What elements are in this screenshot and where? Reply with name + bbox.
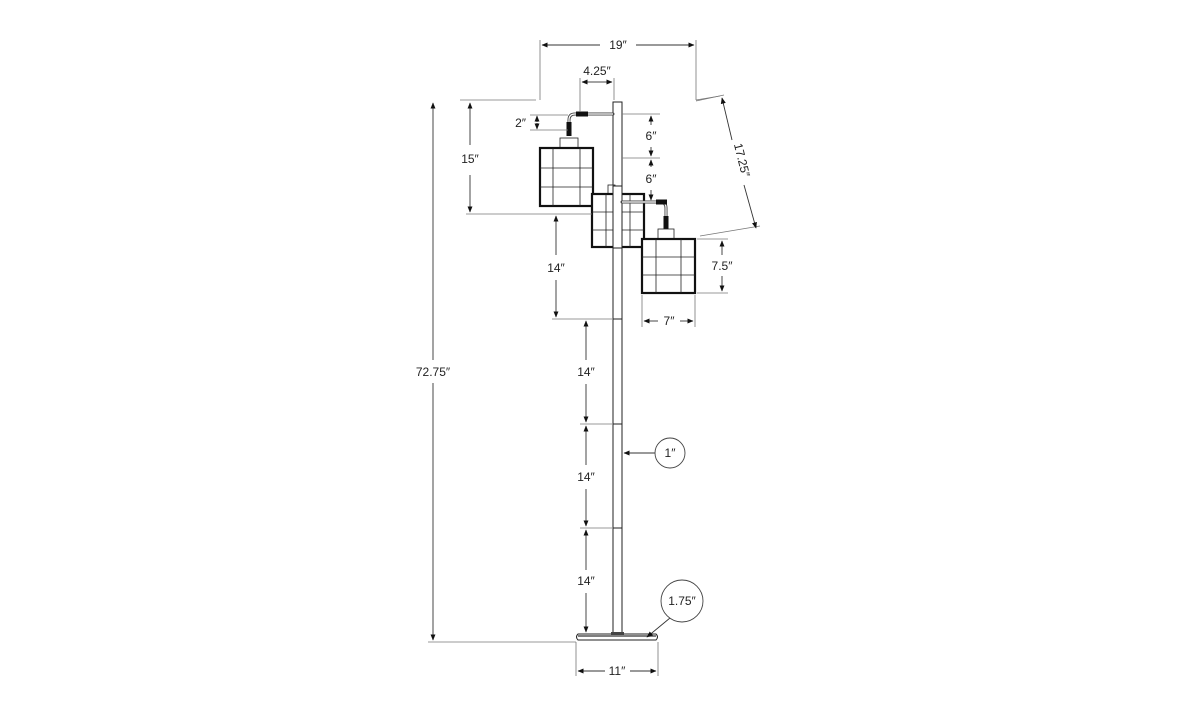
label-arm-reach: 4.25″	[583, 64, 611, 78]
label-arm-drop: 2″	[515, 116, 527, 130]
label-offset-2: 6″	[646, 172, 658, 186]
label-shade-height: 7.5″	[712, 259, 734, 273]
dim-overall-height: 72.75″	[416, 102, 576, 643]
dim-shade-height: 7.5″	[697, 238, 734, 294]
label-base-diameter: 11″	[609, 664, 626, 678]
callout-base-height: 1.75″	[646, 579, 704, 638]
label-offset-1: 6″	[646, 129, 658, 143]
dimension-lines: 19″ 4.25″ 2″ 15″	[416, 38, 761, 678]
dim-overall-width: 19″	[460, 38, 721, 101]
lamp-base	[576, 632, 658, 641]
label-shade-width: 7″	[664, 314, 676, 328]
right-shade	[640, 237, 697, 295]
dim-top-drop: 15″	[461, 102, 592, 215]
label-overall-width: 19″	[609, 38, 627, 52]
dim-arm-drop: 2″	[515, 114, 568, 131]
label-overall-height: 72.75″	[416, 365, 451, 379]
label-segment-1: 14″	[577, 365, 595, 379]
dim-pole-segments: 14″ 14″ 14″	[577, 320, 612, 633]
lower-arm	[620, 199, 675, 240]
label-upper-segment: 14″	[547, 261, 565, 275]
label-segment-2: 14″	[577, 470, 595, 484]
label-diagonal: 17.25″	[731, 142, 753, 179]
label-segment-3: 14″	[577, 574, 595, 588]
dim-base-diameter: 11″	[575, 642, 659, 678]
label-pole-diameter: 1″	[665, 446, 677, 460]
top-shade	[538, 146, 595, 208]
callout-pole-diameter: 1″	[623, 437, 686, 469]
label-top-drop: 15″	[461, 152, 479, 166]
dim-diagonal: 17.25″	[695, 94, 761, 237]
lamp-body	[538, 101, 697, 641]
lamp-pole	[612, 101, 623, 635]
middle-shade	[590, 184, 646, 249]
dim-shade-width: 7″	[641, 295, 696, 328]
dim-arm-reach: 4.25″	[579, 64, 615, 112]
top-arm	[559, 111, 615, 149]
dim-shade-offsets: 6″ 6″	[622, 113, 660, 201]
label-base-height: 1.75″	[668, 594, 696, 608]
dim-upper-segment: 14″	[547, 215, 612, 320]
